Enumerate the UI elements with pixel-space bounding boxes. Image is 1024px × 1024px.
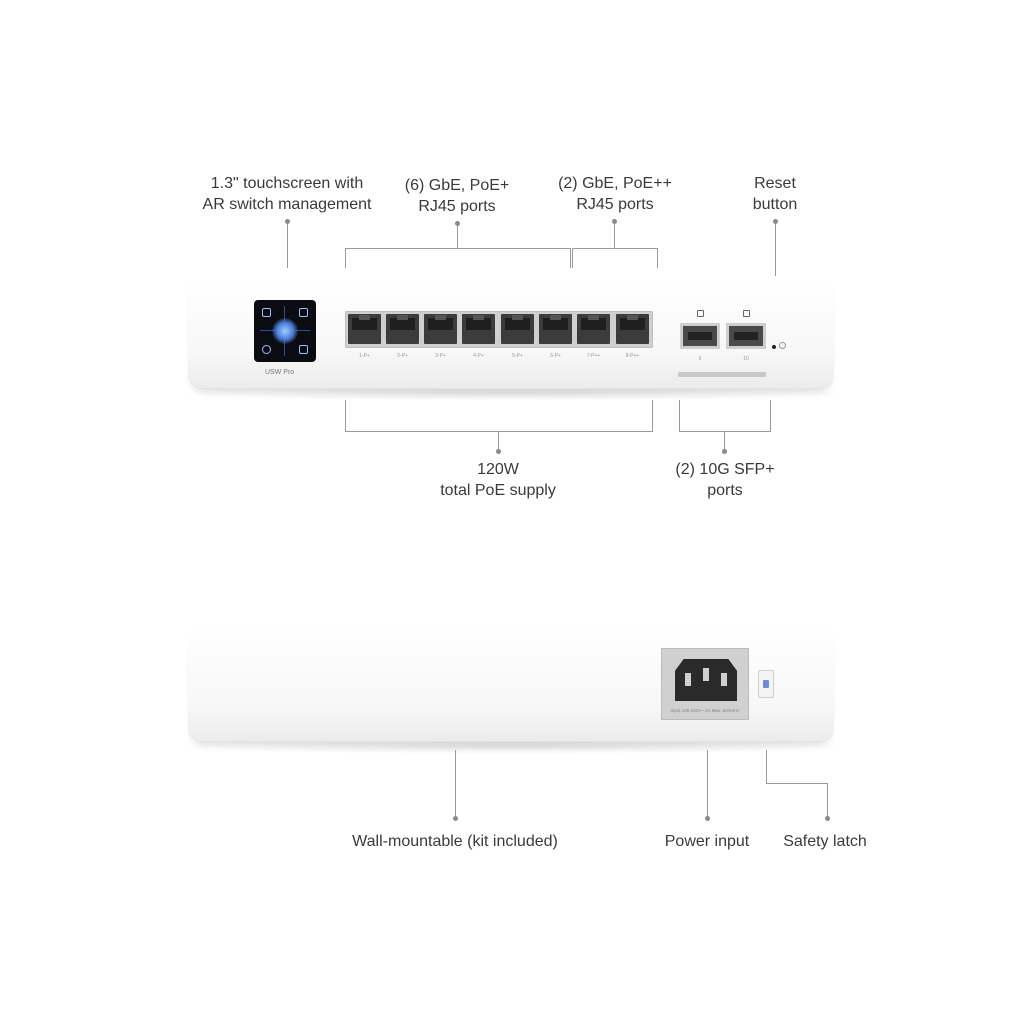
gbe-poe-plus-bracket-left [345,248,346,268]
safety-latch-leader-h [766,783,828,784]
gbe-poe-plus-bracket-right [570,248,571,268]
sfp-port-10 [726,323,766,349]
port-number-1: 1-P+ [359,353,370,359]
sfp-ports-label: (2) 10G SFP+ ports [660,459,790,501]
touchscreen-label: 1.3" touchscreen with AR switch manageme… [192,173,382,215]
safety-latch-leader-v1 [766,750,767,783]
power-pin-ground [703,668,709,681]
sfp-bracket-bar [679,431,771,432]
sfp-bracket-left [679,400,680,431]
power-pin-left [685,673,691,686]
touchscreen-leader [287,222,288,268]
port-number-3: 3-P+ [435,353,446,359]
safety-latch[interactable] [758,670,774,698]
rj45-port-2 [386,314,419,344]
reset-button[interactable] [772,345,776,349]
gbe-poe-plusplus-bracket-dot [612,219,617,224]
power-input-label: Power input [664,833,750,850]
port-number-6: 6-P+ [550,353,561,359]
power-input-leader-dot [705,816,710,821]
reset-leader-dot [773,219,778,224]
port-number-2: 2-P+ [397,353,408,359]
poe-supply-label-line2: total PoE supply [440,482,556,499]
touchscreen-leader-dot [285,219,290,224]
poe-supply-bracket-bar [345,431,653,432]
poe-supply-bracket-dot [496,449,501,454]
gbe-poe-plus-bracket-stem [457,224,458,248]
reset-icon [779,342,786,349]
rj45-port-7 [577,314,610,344]
gbe-poe-plus-bracket-bar [345,248,571,249]
power-input-leader [707,750,708,818]
power-socket[interactable] [675,659,737,701]
wall-mount-leader [455,750,456,818]
touchscreen-label-line2: AR switch management [202,196,372,213]
poe-supply-bracket-stem [498,431,499,451]
front-device: USW Pro 1-P+ 2-P+ 3-P+ 4-P+ 5-P+ 6-P+ 7-… [188,276,834,388]
power-input-frame: Input 100-240V~ 2A Max. 50/60Hz [661,648,749,720]
sfp-number-10: 10 [743,356,749,362]
sfp-bracket-stem [724,431,725,451]
port-number-7: 7-P++ [586,353,601,359]
sfp-led-10 [743,310,750,317]
poe-supply-label-line1: 120W [477,461,519,478]
sfp-led-9 [697,310,704,317]
latch-lock-icon [763,680,769,688]
screen-ports-icon [299,308,308,317]
gbe-poe-plusplus-label: (2) GbE, PoE++ RJ45 ports [545,173,685,215]
port-number-5: 5-P+ [512,353,523,359]
model-tag: USW Pro [265,369,295,376]
gbe-poe-plusplus-bracket-right [657,248,658,268]
poe-supply-bracket-right [652,400,653,431]
safety-latch-leader-v2 [827,783,828,818]
gbe-poe-plusplus-bracket-bar [572,248,658,249]
sfp-bracket-right [770,400,771,431]
screen-home-icon [262,308,271,317]
gbe-poe-plus-label-line2: RJ45 ports [418,198,496,215]
gbe-poe-plusplus-label-line1: (2) GbE, PoE++ [558,175,672,192]
reset-button-label: Reset button [735,173,815,215]
sfp-ports-label-line1: (2) 10G SFP+ [675,461,775,478]
sfp-port-9 [680,323,720,349]
rj45-port-3 [424,314,457,344]
sfp-indicator-bar [678,372,766,377]
port-number-8: 8-P++ [625,353,640,359]
poe-supply-label: 120W total PoE supply [418,459,578,501]
wall-mount-leader-dot [453,816,458,821]
gbe-poe-plusplus-bracket-left [572,248,573,268]
gbe-poe-plusplus-label-line2: RJ45 ports [576,196,654,213]
safety-latch-leader-dot [825,816,830,821]
sfp-number-9: 9 [698,356,702,362]
rj45-port-6 [539,314,572,344]
rj45-port-5 [501,314,534,344]
safety-latch-label: Safety latch [783,833,867,850]
gbe-poe-plusplus-bracket-stem [614,222,615,248]
poe-supply-bracket-left [345,400,346,431]
back-device-shadow [175,738,850,754]
rj45-port-8 [616,314,649,344]
gbe-poe-plus-bracket-dot [455,221,460,226]
gbe-poe-plus-label: (6) GbE, PoE+ RJ45 ports [392,175,522,217]
touchscreen-label-line1: 1.3" touchscreen with [210,175,364,192]
wall-mount-label: Wall-mountable (kit included) [352,833,558,850]
power-pin-right [721,673,727,686]
rj45-port-block [345,311,653,348]
screen-settings-icon [299,345,308,354]
sfp-bracket-dot [722,449,727,454]
port-number-4: 4-P+ [473,353,484,359]
screen-center-glow [272,318,298,344]
sfp-ports-label-line2: ports [707,482,743,499]
reset-button-label-line1: Reset [754,175,796,192]
rj45-port-1 [348,314,381,344]
reset-button-label-line2: button [752,196,798,213]
power-rating-text: Input 100-240V~ 2A Max. 50/60Hz [670,708,740,713]
gbe-poe-plus-label-line1: (6) GbE, PoE+ [404,177,510,194]
screen-info-icon [262,345,271,354]
touchscreen[interactable] [254,300,316,362]
back-device: Input 100-240V~ 2A Max. 50/60Hz [188,626,834,741]
front-device-shadow [175,385,850,401]
rj45-port-4 [462,314,495,344]
